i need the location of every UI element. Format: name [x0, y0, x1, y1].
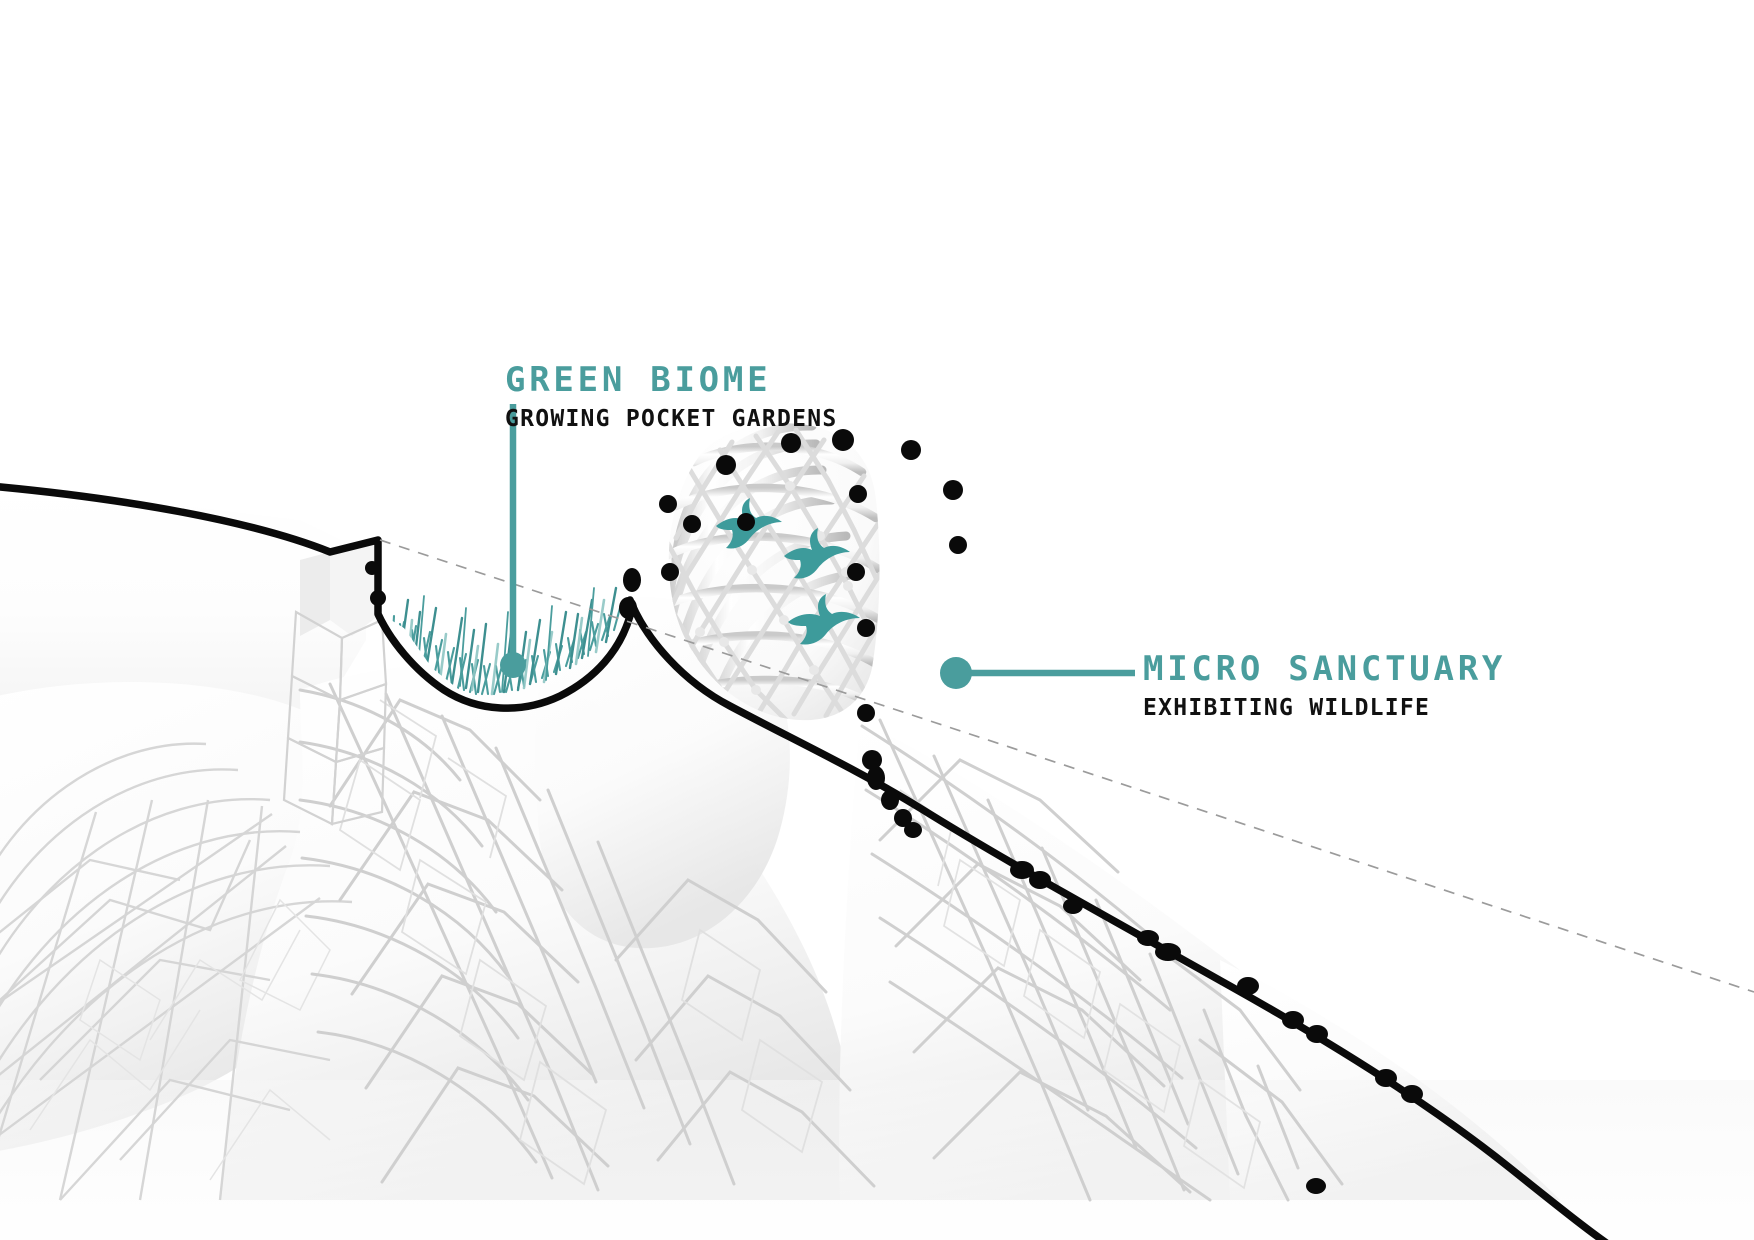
annotation-green-biome: GREEN BIOME GROWING POCKET GARDENS: [505, 363, 837, 431]
micro-sanctuary-subtitle: EXHIBITING WILDLIFE: [1143, 695, 1431, 721]
leader-green-biome: [500, 404, 526, 678]
leader-micro-sanctuary: [940, 657, 1135, 689]
annotation-micro-sanctuary: MICRO SANCTUARY EXHIBITING WILDLIFE: [1143, 652, 1506, 720]
pocket-wall: [282, 540, 388, 826]
bird-icon-3: [788, 594, 860, 645]
green-biome-anchor-dot: [500, 652, 526, 678]
green-biome-subtitle: GROWING POCKET GARDENS: [505, 406, 838, 432]
left-vault-lattice-fine: [29, 898, 331, 1181]
right-ridge-lattice-fine: [899, 789, 1261, 1190]
micro-sanctuary-anchor-dot: [940, 657, 972, 689]
green-biome-title: GREEN BIOME: [505, 360, 772, 400]
section-cut-line: [0, 483, 1609, 1240]
datum-reference-line: [379, 539, 1754, 993]
bird-icon-2: [784, 528, 850, 579]
central-lattice-fine: [338, 699, 824, 1186]
section-node-markers: [365, 429, 1423, 1194]
micro-sanctuary-title: MICRO SANCTUARY: [1143, 649, 1507, 689]
central-lattice: [298, 682, 876, 1192]
left-vault-lattice: [0, 742, 353, 1201]
